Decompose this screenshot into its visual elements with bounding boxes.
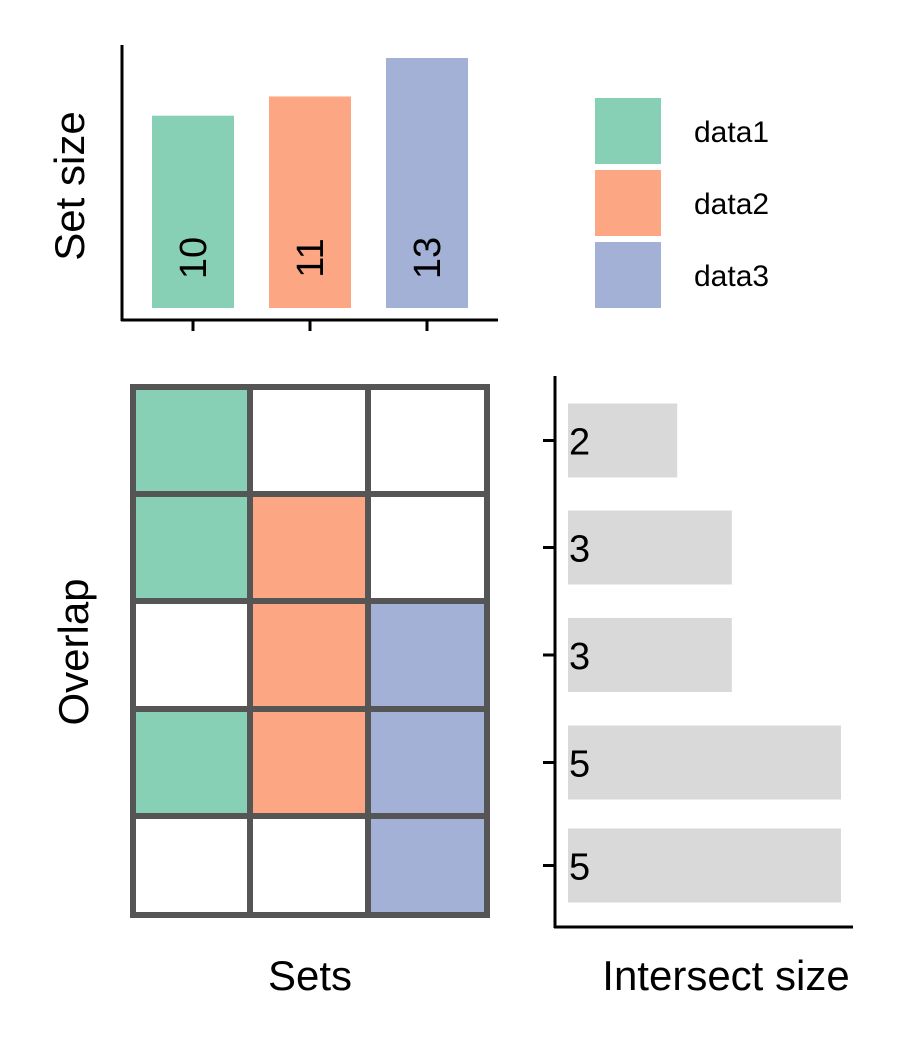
matrix-cell — [365, 491, 490, 604]
matrix-cell — [247, 491, 371, 604]
sets-axis-title: Sets — [268, 952, 352, 999]
intersect-size-bar — [568, 510, 732, 585]
intersect-size-value-label: 3 — [569, 529, 590, 571]
legend-label-data2: data2 — [694, 188, 769, 221]
intersect-size-bar — [568, 618, 732, 692]
legend-label-data1: data1 — [694, 116, 769, 149]
intersect-size-bar — [568, 828, 841, 903]
legend-label-data3: data3 — [694, 260, 769, 293]
legend: data1 data2 data3 — [595, 98, 769, 308]
matrix-cell — [130, 706, 253, 819]
intersect-size-value-label: 3 — [569, 636, 590, 678]
matrix-cell — [247, 706, 371, 819]
matrix-cell — [130, 384, 253, 497]
overlap-panel: Overlap Sets — [50, 384, 490, 999]
matrix-cell — [247, 813, 371, 918]
legend-swatch-data1 — [595, 98, 661, 164]
set-size-value-label: 10 — [173, 237, 215, 279]
set-size-value-label: 13 — [407, 237, 449, 279]
intersect-size-panel: 2 3 3 5 5 Intersect size — [543, 376, 853, 999]
set-size-bar-data1 — [152, 115, 234, 308]
legend-swatch-data3 — [595, 242, 661, 308]
set-size-panel: Set size 10 11 13 — [46, 45, 498, 331]
legend-swatch-data2 — [595, 170, 661, 236]
intersect-size-value-label: 2 — [569, 422, 590, 464]
matrix-cell — [247, 384, 371, 497]
intersect-size-bar — [568, 403, 678, 478]
intersect-size-bar — [568, 725, 841, 800]
matrix-cell — [130, 813, 253, 918]
intersect-axis-title: Intersect size — [602, 952, 849, 999]
matrix-cell — [247, 598, 371, 712]
matrix-cell — [365, 384, 490, 497]
matrix-cell — [365, 706, 490, 819]
overlap-axis-title: Overlap — [50, 578, 97, 725]
intersect-size-value-label: 5 — [569, 744, 590, 786]
matrix-cell — [130, 598, 253, 712]
matrix-cell — [365, 598, 490, 712]
set-size-bar-data2 — [269, 96, 351, 308]
set-size-axis-title: Set size — [46, 111, 93, 260]
set-size-value-label: 11 — [290, 238, 332, 277]
intersect-size-value-label: 5 — [569, 847, 590, 889]
matrix-cell — [365, 813, 490, 918]
set-size-bar-data3 — [386, 58, 468, 308]
matrix-cell — [130, 491, 253, 604]
